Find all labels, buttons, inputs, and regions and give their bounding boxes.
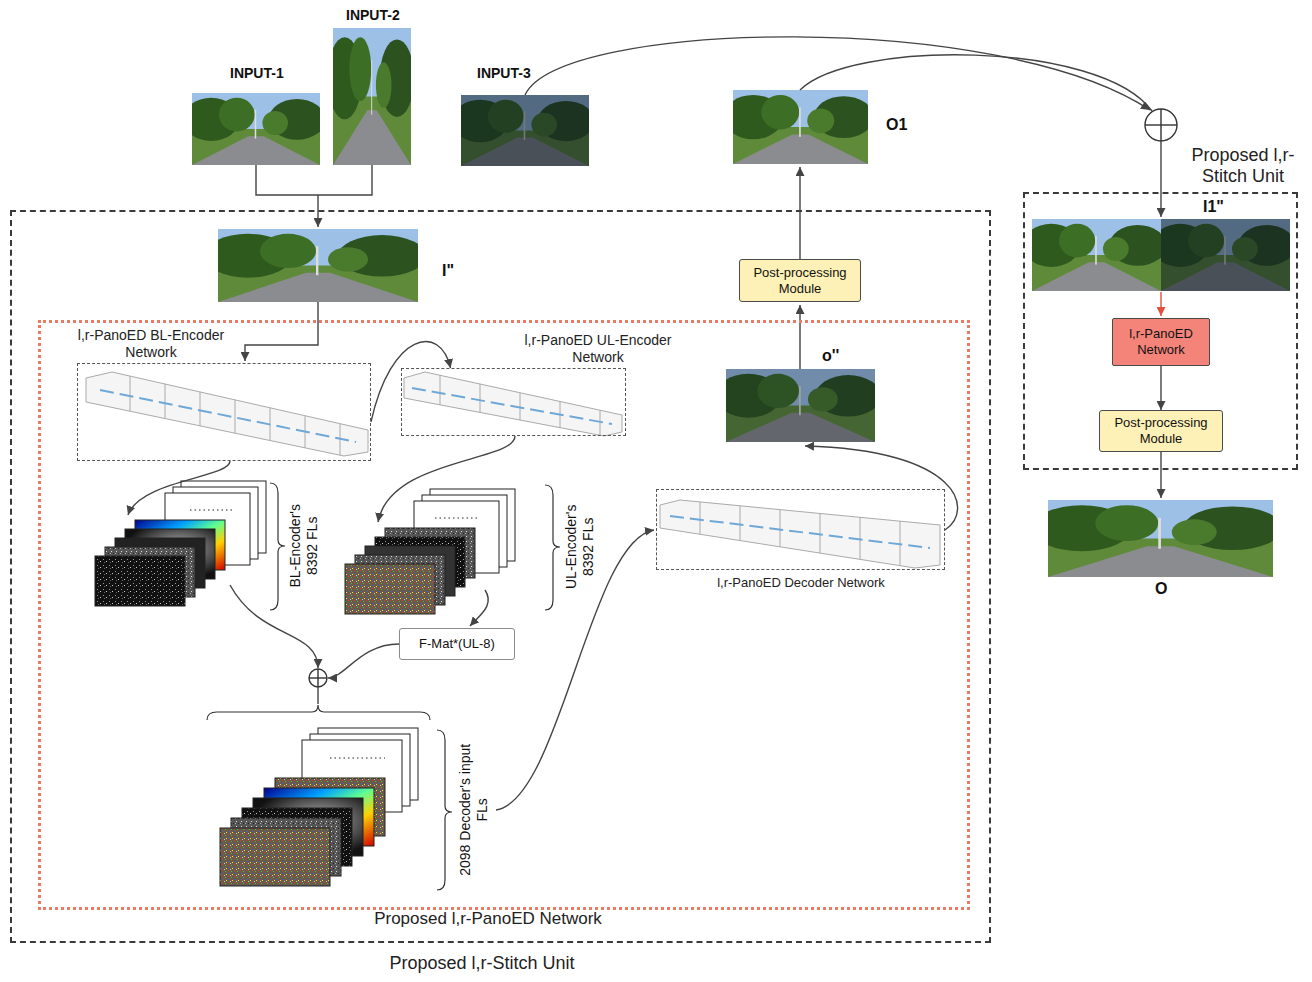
flow-arrow-part (525, 37, 1150, 110)
flow-arrow-part (317, 687, 318, 704)
flow-arrow-part (256, 165, 372, 195)
flow-arrow-part (470, 590, 488, 626)
image-label: I" (442, 261, 454, 280)
sum-symbol-part (1160, 109, 1161, 141)
network-layers-part (700, 502, 701, 534)
network-layers-part (740, 506, 741, 541)
box-label: Post-processing Module (1100, 415, 1222, 446)
image-label: O (1155, 579, 1167, 598)
network-layers-part (820, 513, 821, 553)
bracket-part (270, 483, 285, 610)
bracket-part (207, 705, 430, 720)
photo-thumbnails-part (1032, 500, 1282, 577)
flow-arrow-part (1160, 292, 1161, 316)
photo-thumbnails-part (1161, 219, 1290, 291)
feature-map-stack-part (330, 758, 385, 759)
sum-symbol-part (317, 669, 318, 687)
image-label: I1" (1203, 197, 1224, 216)
process-box: Post-processing Module (739, 259, 861, 302)
flow-arrow-part (800, 55, 1152, 111)
photo-thumbnails-part (1152, 219, 1295, 291)
flow-arrow-part (799, 305, 800, 369)
network-layers-part (660, 500, 940, 568)
flow-arrow-part (1160, 141, 1161, 217)
photo-thumbnails-part (204, 229, 426, 302)
encoder-block: l,r-PanoED BL-Encoder Network (77, 363, 371, 461)
network-layers-part (235, 400, 236, 433)
image-label: O1 (886, 115, 907, 134)
image-label: INPUT-1 (230, 65, 284, 82)
box-label: F-Mat*(UL-8) (419, 636, 495, 652)
flow-arrow-part (1160, 452, 1161, 498)
sum-symbol (309, 109, 1177, 687)
network-box: l,r-PanoED Network (1112, 318, 1210, 366)
photo-thumbnails-part (716, 369, 881, 442)
flow-arrow-part (799, 167, 800, 259)
network-layers-part (412, 388, 612, 424)
flow-arrow-part (378, 436, 515, 522)
network-layers-part (860, 517, 861, 559)
stitch-unit-frame: Proposed l,r-Stitch UnitPost-processing … (10, 210, 991, 943)
network-layers-part (480, 384, 481, 412)
bracket-part (437, 730, 452, 890)
photo-thumbnails-part (726, 369, 875, 442)
flow-arrow (128, 37, 1161, 810)
arrow-connector (1160, 366, 1161, 410)
feature-map-stack-part (220, 828, 330, 886)
arrow-connector (371, 342, 451, 422)
image-label: INPUT-2 (346, 7, 400, 24)
process-box: Post-processing Module (1099, 410, 1223, 452)
encoder-block: l,r-PanoED UL-Encoder Network (401, 368, 626, 436)
network-layers-part (86, 372, 368, 456)
process-box: F-Mat*(UL-8) (399, 628, 515, 660)
network-layers-part (440, 375, 441, 405)
network-layers-part (100, 390, 356, 442)
photo-thumbnails (183, 28, 1295, 577)
group-heading: Proposed l,r-PanoED Network (288, 909, 688, 929)
group-heading: l,r-PanoED BL-Encoder Network (66, 327, 236, 361)
flow-arrow-part (230, 585, 318, 668)
photo-thumbnails-part (1023, 219, 1166, 291)
side-label: UL-Encoder's 8392 FLs (563, 492, 597, 602)
box-label: l,r-PanoED Network (1113, 326, 1209, 357)
flow-arrow-part (328, 644, 399, 678)
network-layers-part (130, 376, 131, 411)
feature-map-stack-part (95, 556, 185, 606)
network-layers-part (165, 384, 166, 418)
image-label: o'' (822, 346, 839, 365)
group-heading: l,r-PanoED Decoder Network (671, 575, 931, 591)
feature-map-stack-part (345, 564, 435, 614)
sum-symbol-part (309, 669, 327, 687)
network-frame: Proposed l,r-PanoED Networkl,r-PanoED BL… (38, 320, 970, 910)
network-layers-part (404, 372, 622, 436)
flow-arrow-part (245, 302, 318, 361)
side-label: 2098 Decoder's input FLs (457, 735, 491, 885)
network-layers-part (670, 516, 930, 548)
network-layers-part (200, 392, 201, 426)
photo-thumbnails-part (452, 95, 594, 166)
group-heading: Proposed l,r-Stitch Unit (1182, 145, 1304, 188)
bracket-part (545, 485, 560, 610)
feature-map-stack (95, 481, 515, 886)
photo-thumbnails-part (461, 95, 589, 166)
sum-symbol-part (1145, 109, 1177, 141)
group-heading: Proposed l,r-Stitch Unit (282, 953, 682, 975)
photo-thumbnails-part (724, 90, 874, 164)
flow-arrow-part (805, 446, 958, 530)
feature-map-stack-part (435, 518, 480, 519)
side-label: BL-Encoder's 8392 FLs (287, 491, 321, 601)
network-layers-part (900, 521, 901, 565)
feature-map-stack-part (190, 510, 235, 511)
box-label: Post-processing Module (740, 265, 860, 296)
bracket (207, 483, 560, 890)
photo-thumbnails-part (183, 93, 325, 165)
image-label: INPUT-3 (477, 65, 531, 82)
decoder-block: l,r-PanoED Decoder Network (656, 489, 945, 570)
flow-arrow-part (128, 461, 230, 515)
photo-thumbnails-part (328, 28, 415, 165)
stitch-unit-frame: Proposed l,r-Stitch Unitl,r-PanoED Netwo… (1023, 192, 1298, 470)
group-heading: l,r-PanoED UL-Encoder Network (513, 332, 683, 366)
